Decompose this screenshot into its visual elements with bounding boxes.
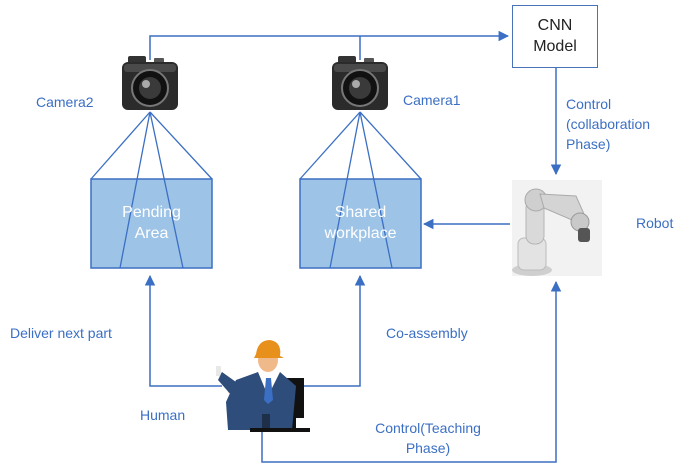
deliver-next-part-arrow xyxy=(144,274,222,387)
control-collab-line2: (collaboration xyxy=(566,116,651,132)
human-icon xyxy=(216,340,310,432)
pending-area-label: Pending Area xyxy=(91,202,212,244)
control-teaching-arrow xyxy=(261,280,562,463)
control-teaching-line1: Control(Teaching xyxy=(375,420,481,436)
control-collab-line1: Control xyxy=(566,96,612,112)
pending-area-line2: Area xyxy=(134,225,169,242)
control-teaching-label: Control(Teaching Phase) xyxy=(358,418,498,458)
shared-workplace-label: Shared workplace xyxy=(300,202,421,244)
co-assembly-arrow xyxy=(300,274,366,387)
cnn-model-label-line1: CNN xyxy=(537,17,573,34)
shared-workplace-line1: Shared xyxy=(334,204,387,221)
shared-workplace-line2: workplace xyxy=(324,225,397,242)
camera-to-cnn-connector xyxy=(149,30,510,60)
cnn-model-box: CNN Model xyxy=(512,5,598,68)
camera2-view-lines xyxy=(90,111,213,269)
control-teaching-line2: Phase) xyxy=(405,440,451,456)
camera1-label: Camera1 xyxy=(403,92,461,108)
robot-icon xyxy=(512,180,602,276)
pending-area-box xyxy=(90,178,213,269)
camera1-view-lines xyxy=(299,111,422,269)
robot-label: Robot xyxy=(636,215,674,231)
camera1-icon xyxy=(332,56,388,110)
shared-workplace-box xyxy=(299,178,422,269)
control-collab-line3: Phase) xyxy=(566,136,611,152)
deliver-next-part-label: Deliver next part xyxy=(10,325,112,341)
camera2-label: Camera2 xyxy=(36,94,94,110)
co-assembly-label: Co-assembly xyxy=(386,325,468,341)
camera2-icon xyxy=(122,56,178,110)
control-collaboration-label: Control (collaboration Phase) xyxy=(566,94,650,154)
human-label: Human xyxy=(140,407,186,423)
pending-area-line1: Pending xyxy=(122,204,181,221)
cnn-model-label-line2: Model xyxy=(533,38,577,55)
